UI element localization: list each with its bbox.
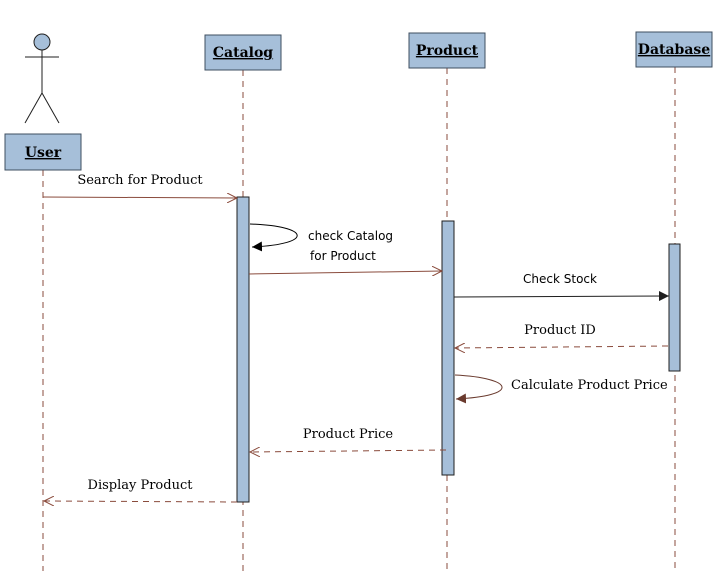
display-product-return-arrow bbox=[44, 501, 238, 502]
check-stock-arrow bbox=[453, 291, 670, 302]
check-catalog-self-arrow bbox=[249, 223, 298, 252]
catalog-to-product-arrow bbox=[248, 271, 442, 274]
product-price-return-arrow bbox=[250, 450, 447, 452]
product-price-label: Product Price bbox=[303, 427, 394, 442]
calc-price-label: Calculate Product Price bbox=[511, 378, 668, 393]
product-activation-bar bbox=[441, 220, 455, 476]
display-product-label: Display Product bbox=[88, 478, 194, 493]
database-activation-bar bbox=[668, 243, 681, 372]
product-id-label: Product ID bbox=[524, 323, 596, 338]
calc-price-self-arrow bbox=[454, 374, 503, 404]
database-box bbox=[635, 31, 713, 68]
catalog-label: Catalog bbox=[213, 45, 273, 61]
stick-figure-icon bbox=[24, 33, 60, 124]
check-stock-label: Check Stock bbox=[523, 272, 597, 286]
check-catalog-label-line2: for Product bbox=[310, 249, 376, 263]
product-label: Product bbox=[416, 43, 479, 59]
user-box bbox=[4, 133, 82, 171]
catalog-activation-bar bbox=[236, 196, 250, 503]
search-message-arrow bbox=[42, 197, 237, 198]
check-catalog-label-line1: check Catalog bbox=[308, 229, 393, 243]
database-label: Database bbox=[638, 42, 710, 58]
catalog-box bbox=[204, 34, 282, 71]
product-box bbox=[408, 32, 486, 69]
user-label: User bbox=[25, 145, 62, 161]
search-message-label: Search for Product bbox=[77, 173, 203, 188]
product-id-return-arrow bbox=[455, 346, 669, 348]
